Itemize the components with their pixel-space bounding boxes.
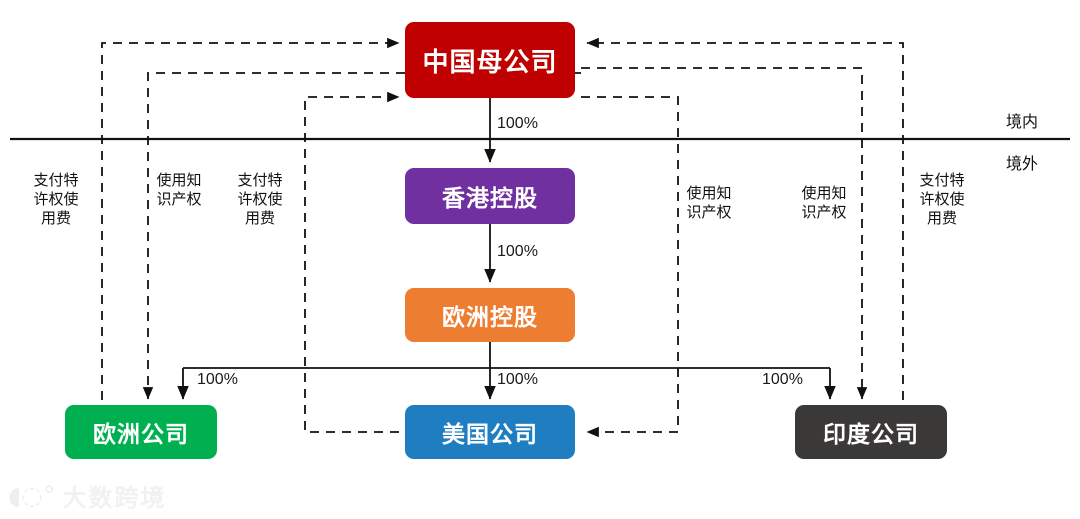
label-ownership-hk-euholding: 100%: [497, 243, 538, 260]
label-onshore: 境内: [1006, 112, 1039, 131]
label-ownership-euholding-eu: 100%: [197, 371, 238, 388]
node-europe-company[interactable]: 欧洲公司: [65, 405, 217, 459]
label-ownership-parent-hk: 100%: [497, 115, 538, 132]
label-ownership-euholding-in: 100%: [762, 371, 803, 388]
label-pay-royalty-us: 支付特许权使用费: [237, 171, 283, 228]
node-china-parent[interactable]: 中国母公司: [405, 22, 575, 98]
flow-pay-royalty-in: [586, 37, 904, 432]
label-use-ip-india: 使用知识产权: [801, 184, 847, 222]
watermark: ◖◌° 大数跨境: [8, 478, 167, 513]
flow-use-ip-us: [581, 96, 679, 438]
node-hk-holding[interactable]: 香港控股: [405, 168, 575, 224]
label-pay-royalty-india: 支付特许权使用费: [919, 171, 965, 228]
watermark-text: 大数跨境: [62, 484, 167, 512]
edge-euholding-bus: [183, 342, 830, 369]
node-us-company[interactable]: 美国公司: [405, 405, 575, 459]
label-use-ip-europe: 使用知识产权: [156, 171, 202, 209]
flow-use-ip-in: [581, 67, 868, 400]
label-offshore: 境外: [1006, 154, 1039, 173]
node-europe-holding[interactable]: 欧洲控股: [405, 288, 575, 342]
flow-pay-royalty-eu: [101, 37, 400, 432]
flow-pay-royalty-us: [304, 91, 400, 433]
label-ownership-euholding-us: 100%: [497, 371, 538, 388]
label-pay-royalty-europe: 支付特许权使用费: [33, 171, 79, 228]
watermark-logo-icon: ◖◌°: [8, 481, 56, 510]
node-india-company[interactable]: 印度公司: [795, 405, 947, 459]
label-use-ip-us: 使用知识产权: [686, 184, 732, 222]
